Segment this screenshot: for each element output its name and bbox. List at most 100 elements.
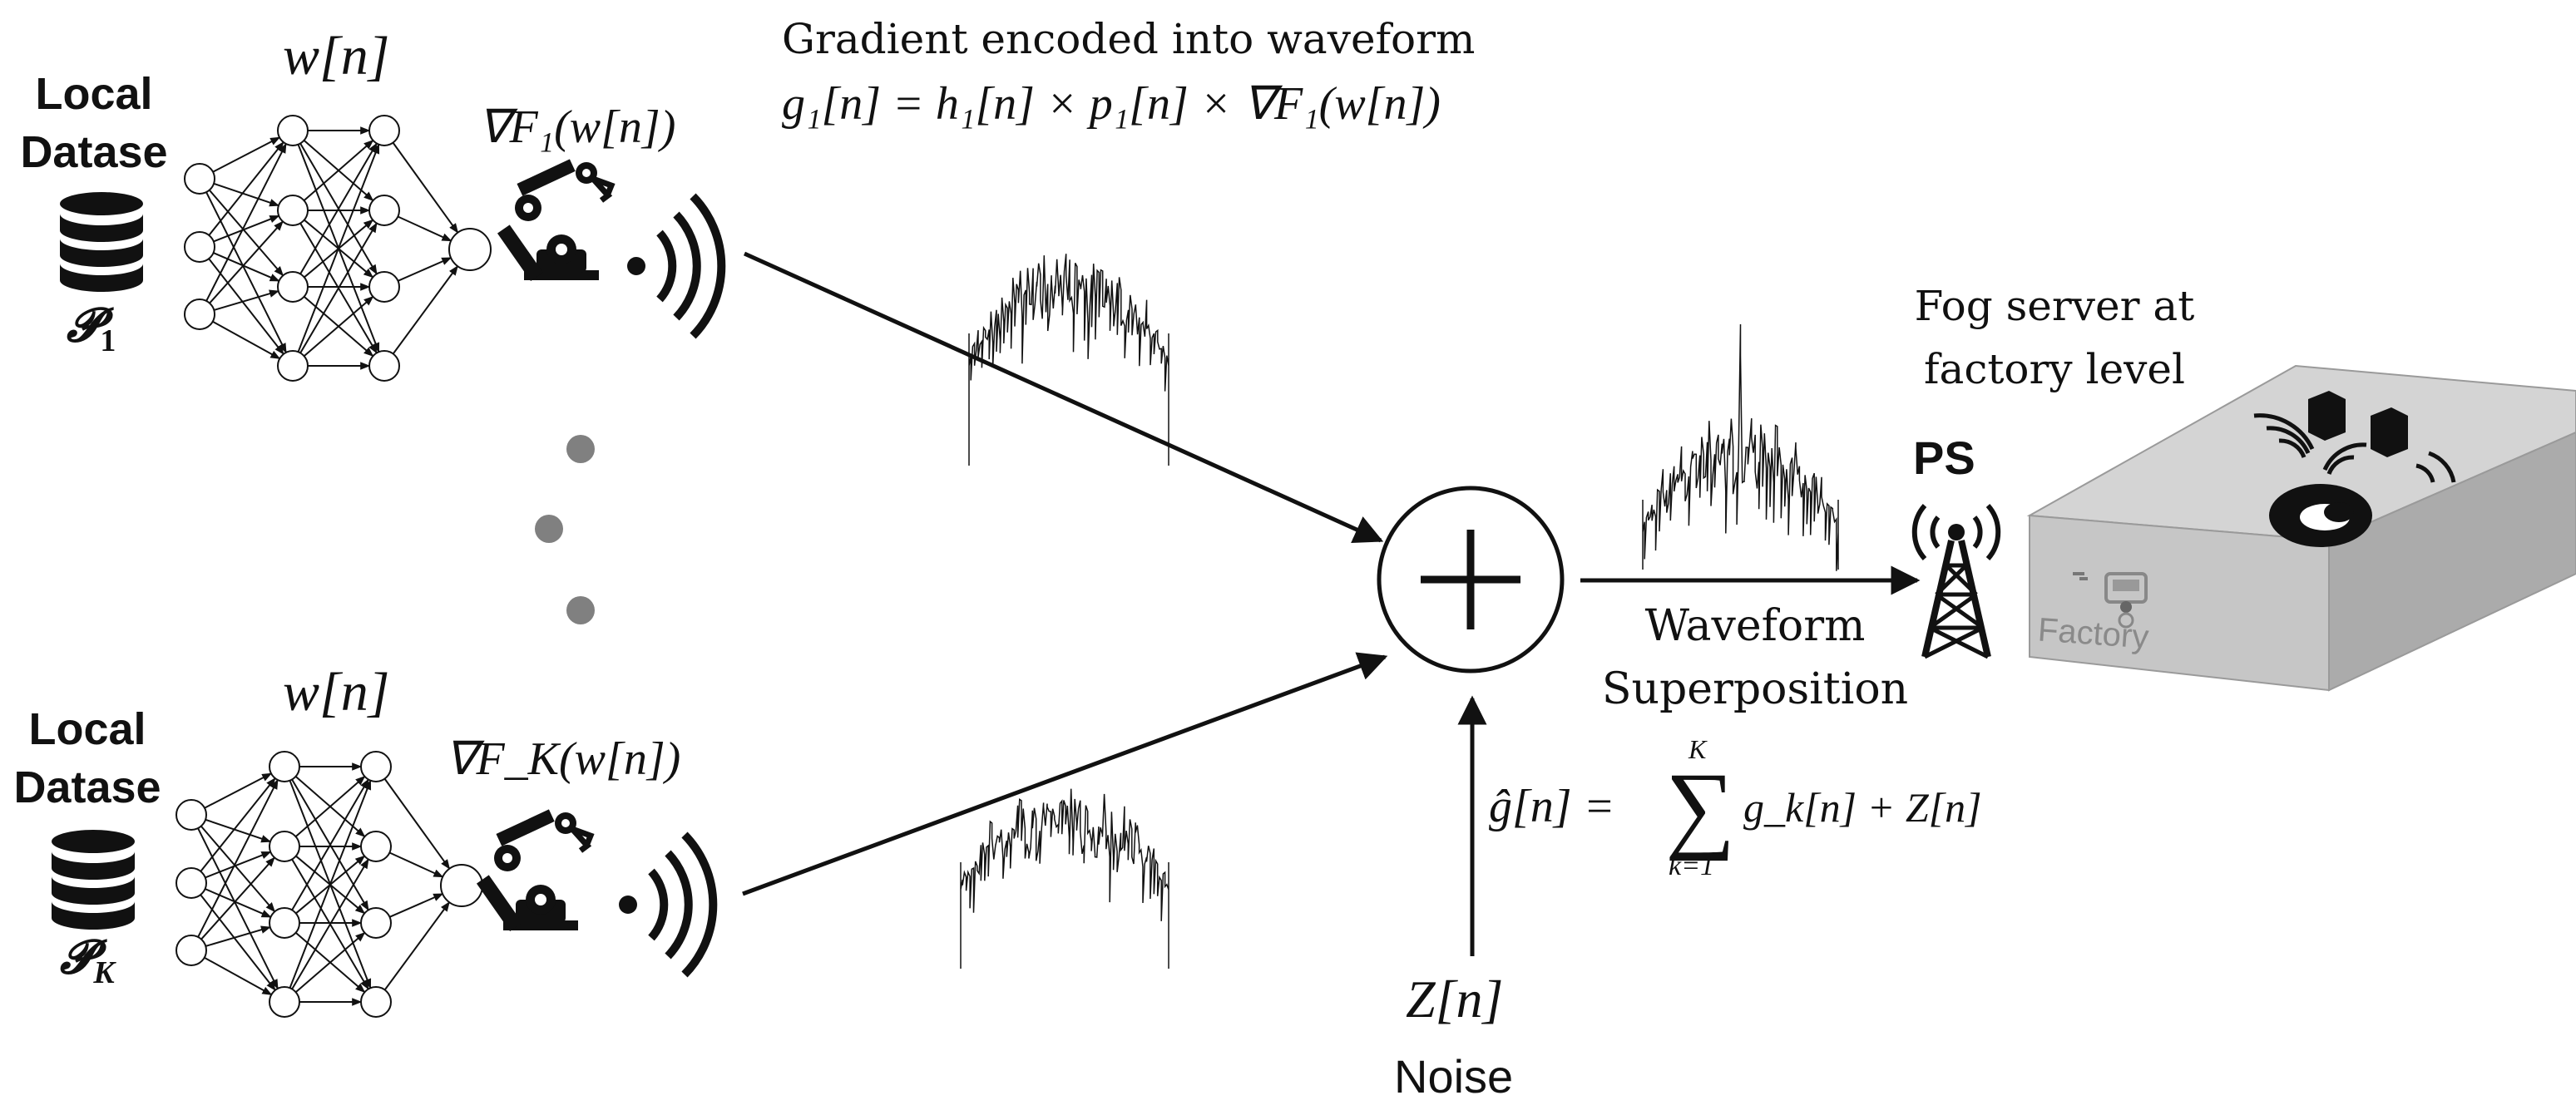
- nn-node: [277, 350, 309, 382]
- nn-edge: [398, 257, 452, 282]
- ellipsis-dot: [535, 515, 563, 543]
- nn-node: [277, 115, 309, 146]
- nn-edge: [212, 320, 281, 360]
- sum-node: [1377, 486, 1565, 673]
- nn-node: [368, 195, 400, 226]
- dataset-label-bottom: Local Datase: [13, 704, 161, 812]
- waveform-client-k: [960, 788, 1169, 969]
- nn-node: [368, 115, 400, 146]
- nn-node: [269, 831, 300, 862]
- nn-edge: [208, 258, 284, 355]
- nn-edge: [205, 925, 271, 947]
- nn-edge: [204, 956, 273, 996]
- nn-edge: [197, 827, 279, 989]
- nn-node: [360, 751, 392, 782]
- nn-edge: [392, 265, 458, 355]
- nn-node: [184, 231, 215, 263]
- nn-node: [176, 799, 207, 831]
- ellipsis-dot: [566, 596, 595, 624]
- nn-edge: [297, 143, 380, 353]
- encoding-title: Gradient encoded into waveform: [782, 15, 1476, 63]
- nn-edge: [213, 215, 280, 243]
- nn-node: [277, 271, 309, 303]
- monitor-icon: [2073, 572, 2148, 629]
- nn-edge: [383, 778, 451, 870]
- nn-edge: [291, 858, 369, 989]
- nn-edge: [205, 142, 287, 302]
- nn-edge: [204, 772, 273, 809]
- nn-edge: [200, 894, 276, 991]
- nn-edge: [213, 252, 280, 282]
- superposition-formula: ĝ[n] = ∑ K k=1 g_k[n] + Z[n]: [1489, 734, 1982, 881]
- robot-arm-icon: [497, 159, 616, 282]
- nn-node: [269, 751, 300, 782]
- nn-edge: [289, 779, 372, 989]
- nn-edge: [392, 142, 459, 234]
- waveform-superposed: [1642, 323, 1839, 571]
- wireless-signal-icon: [619, 831, 718, 978]
- weights-label-top: w[n]: [283, 26, 390, 86]
- nn-edge: [208, 189, 284, 277]
- gradient-label-bottom: ∇F_K(w[n]): [445, 733, 681, 785]
- nn-edge: [213, 182, 280, 207]
- database-icon: [52, 830, 135, 930]
- nn-node: [184, 299, 215, 330]
- factory-label: Factory: [2036, 611, 2150, 656]
- nn-edge: [299, 142, 378, 274]
- nn-edge: [200, 825, 276, 913]
- neural-network-bottom: [176, 751, 483, 1018]
- nn-edge: [303, 140, 374, 201]
- nn-edge: [205, 818, 272, 843]
- nn-node: [277, 195, 309, 226]
- formula-rhs: g_k[n] + Z[n]: [1743, 784, 1982, 831]
- neural-network-top: [184, 115, 492, 382]
- dataset-symbol-top: 𝓟1: [67, 300, 116, 359]
- formula-upper-limit: K: [1688, 734, 1708, 764]
- nn-edge: [213, 289, 279, 311]
- nn-node: [440, 864, 483, 907]
- nn-node: [176, 867, 207, 899]
- gradient-label-top: ∇F₁(w[n]): [478, 101, 676, 153]
- nn-edge: [212, 136, 281, 173]
- nn-edge: [200, 777, 276, 872]
- nn-node: [184, 163, 215, 195]
- dataset-symbol-bottom: 𝓟K: [60, 932, 115, 991]
- wireless-signal-icon: [2253, 413, 2456, 483]
- nn-edge: [388, 851, 444, 878]
- nn-node: [360, 907, 392, 939]
- server-icon: [2308, 391, 2408, 457]
- cloud-icon: [2269, 484, 2372, 547]
- nn-node: [448, 228, 492, 271]
- nn-node: [269, 986, 300, 1018]
- encoding-formula: g₁[n] = h₁[n] × p₁[n] × ∇F₁(w[n]): [782, 78, 1441, 130]
- nn-edge: [299, 222, 378, 353]
- uplink-arrow-bottom: [742, 652, 1388, 896]
- nn-edge: [200, 856, 275, 940]
- nn-edge: [197, 778, 279, 938]
- nn-node: [360, 831, 392, 862]
- nn-edge: [291, 778, 369, 910]
- ps-label: PS: [1913, 432, 1975, 484]
- weights-label-bottom: w[n]: [283, 662, 390, 723]
- robot-arm-icon: [476, 809, 595, 932]
- database-icon: [60, 192, 143, 292]
- formula-lhs: ĝ[n] =: [1489, 781, 1614, 832]
- nn-node: [368, 350, 400, 382]
- dataset-label-top: Local Datase: [20, 69, 168, 177]
- nn-edge: [205, 851, 272, 879]
- noise-label: Noise: [1394, 1050, 1514, 1103]
- formula-sum-sign: ∑: [1665, 752, 1735, 861]
- ellipsis-dot: [566, 435, 595, 463]
- nn-edge: [205, 888, 272, 918]
- nn-edge: [383, 901, 450, 991]
- nn-node: [368, 271, 400, 303]
- formula-lower-limit: k=1: [1669, 851, 1714, 881]
- nn-edge: [389, 893, 444, 918]
- nn-edge: [294, 776, 366, 837]
- wireless-signal-icon: [627, 193, 726, 339]
- nn-edge: [294, 931, 366, 993]
- nn-node: [176, 935, 207, 966]
- nn-edge: [397, 215, 452, 242]
